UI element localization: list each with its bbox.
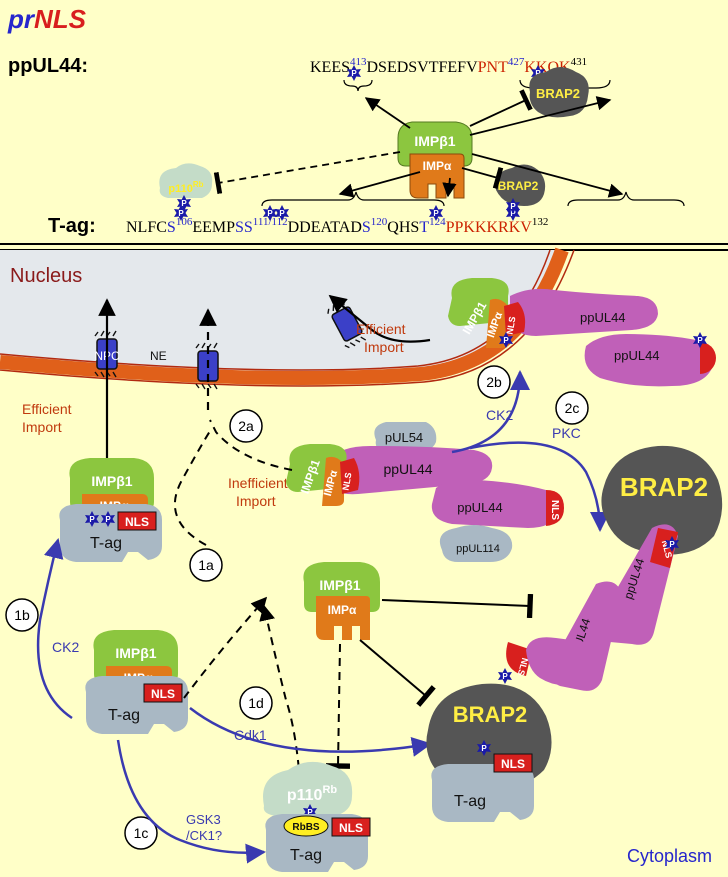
- tag-imp-complex-efficient: IMPβ1 IMPα T-ag NLS: [59, 458, 163, 562]
- arrow-1b-ck2: [36, 538, 73, 720]
- svg-text:ppUL44: ppUL44: [383, 461, 432, 477]
- ne-label: NE: [150, 349, 167, 363]
- svg-text:ppUL114: ppUL114: [456, 543, 500, 555]
- label-gsk3: GSK3/CK1?: [186, 812, 222, 843]
- import-arrows: [98, 294, 431, 460]
- svg-text:BRAP2: BRAP2: [536, 86, 580, 101]
- nucleus-label: Nucleus: [10, 265, 82, 287]
- svg-text:T-ag: T-ag: [290, 847, 322, 864]
- svg-text:2a: 2a: [238, 418, 254, 434]
- svg-text:ppUL44: ppUL44: [614, 348, 660, 363]
- svg-text:ppUL44: ppUL44: [580, 310, 626, 325]
- svg-text:p110Rb: p110Rb: [168, 180, 203, 195]
- top-brap2-lower: BRAP2: [495, 164, 546, 214]
- label-cdk1: Cdk1: [234, 727, 267, 743]
- arrow-2b-ck2: [451, 370, 530, 454]
- svg-text:1a: 1a: [198, 557, 214, 573]
- svg-text:T-ag: T-ag: [454, 793, 486, 810]
- p110rb-tag-complex: p110Rb T-ag RbBS NLS: [263, 761, 371, 872]
- svg-text:1c: 1c: [134, 825, 149, 841]
- svg-text:IMPα: IMPα: [328, 603, 357, 617]
- svg-text:pUL54: pUL54: [385, 430, 423, 445]
- svg-text:1b: 1b: [14, 607, 30, 623]
- tag-imp-complex-lower: IMPβ1 IMPα T-ag NLS: [85, 630, 188, 734]
- ppul44-seq-label: ppUL44:: [8, 55, 88, 77]
- svg-text:IMPβ1: IMPβ1: [414, 133, 455, 149]
- step-2a: 2a: [229, 409, 263, 443]
- top-p110rb: p110Rb: [159, 163, 213, 211]
- svg-text:IMPβ1: IMPβ1: [115, 645, 156, 661]
- svg-text:T-ag: T-ag: [90, 535, 122, 552]
- arrow-2c-pkc: [469, 441, 610, 532]
- svg-text:BRAP2: BRAP2: [498, 179, 539, 193]
- free-imp-complex: IMPβ1 IMPα: [303, 562, 380, 640]
- ppul44-sequence: KEES413DSEDSVTFEFVPNT427KKQK431: [310, 56, 587, 76]
- label-pkc: PKC: [552, 425, 581, 441]
- svg-text:NLS: NLS: [549, 500, 560, 520]
- brap2-tag-complex: BRAP2 T-ag NLS: [426, 683, 552, 822]
- svg-text:2c: 2c: [565, 400, 580, 416]
- svg-text:IMPβ1: IMPβ1: [319, 577, 360, 593]
- free-imp-interactions: [325, 593, 534, 769]
- arrow-1d-cdk1: [189, 707, 432, 757]
- step-1a: 1a: [189, 548, 223, 582]
- step-1b: 1b: [5, 598, 39, 632]
- top-interaction-arrows: [213, 89, 624, 198]
- step-1d: 1d: [239, 686, 273, 720]
- svg-text:NLS: NLS: [339, 821, 363, 835]
- step-1c: 1c: [124, 816, 158, 850]
- svg-text:1d: 1d: [248, 695, 264, 711]
- svg-text:p110Rb: p110Rb: [287, 784, 338, 804]
- svg-text:BRAP2: BRAP2: [453, 702, 528, 727]
- svg-text:IMPα: IMPα: [423, 159, 452, 173]
- svg-text:NLS: NLS: [501, 757, 525, 771]
- brace-ck2-sites: [261, 191, 445, 207]
- arrow-1c-gsk3: [116, 739, 266, 864]
- cytoplasm-label: Cytoplasm: [627, 846, 712, 866]
- ppul44-import-complex: ppUL44 ppUL44 IMPβ1 IMPα NLS: [448, 278, 716, 387]
- label-ck2-1b: CK2: [52, 639, 79, 655]
- brap2-ppul44-complex: BRAP2 ppUL44 NLS ppUL44 NLS: [498, 445, 723, 691]
- svg-text:IMPβ1: IMPβ1: [91, 473, 132, 489]
- arrows-1a: [173, 427, 301, 783]
- svg-text:NLS: NLS: [516, 657, 530, 677]
- svg-text:NLS: NLS: [125, 515, 149, 529]
- figure-title: prNLS: [7, 4, 87, 34]
- svg-text:ppUL44: ppUL44: [457, 500, 503, 515]
- svg-text:BRAP2: BRAP2: [620, 472, 708, 502]
- svg-text:NLS: NLS: [505, 316, 518, 335]
- svg-text:NLS: NLS: [341, 472, 354, 491]
- svg-text:T-ag: T-ag: [108, 707, 140, 724]
- svg-text:RbBS: RbBS: [292, 822, 320, 833]
- tag-sequence: NLFCS106EEMPSS111/112DDEATADS120QHST124P…: [126, 216, 548, 236]
- tag-seq-label: T-ag:: [48, 215, 96, 237]
- step-2c: 2c: [555, 391, 589, 425]
- top-brap2-upper: BRAP2: [529, 67, 589, 118]
- brace-tag-nls: [567, 191, 685, 207]
- svg-text:2b: 2b: [486, 374, 502, 390]
- step-2b: 2b: [477, 365, 511, 399]
- arrow-2a-link: [209, 419, 293, 471]
- top-imp-complex: IMPβ1 IMPα: [397, 121, 473, 199]
- label-ck2-2b: CK2: [486, 407, 513, 423]
- brace-s413: [343, 79, 373, 92]
- ppul44-pul54-complex: pUL54 ppUL44 ppUL44 NLS ppUL114 IMPβ1 IM…: [286, 422, 564, 562]
- svg-text:NLS: NLS: [151, 687, 175, 701]
- step-markers: 2b 2a 2c 1a 1b 1d 1c: [5, 365, 589, 850]
